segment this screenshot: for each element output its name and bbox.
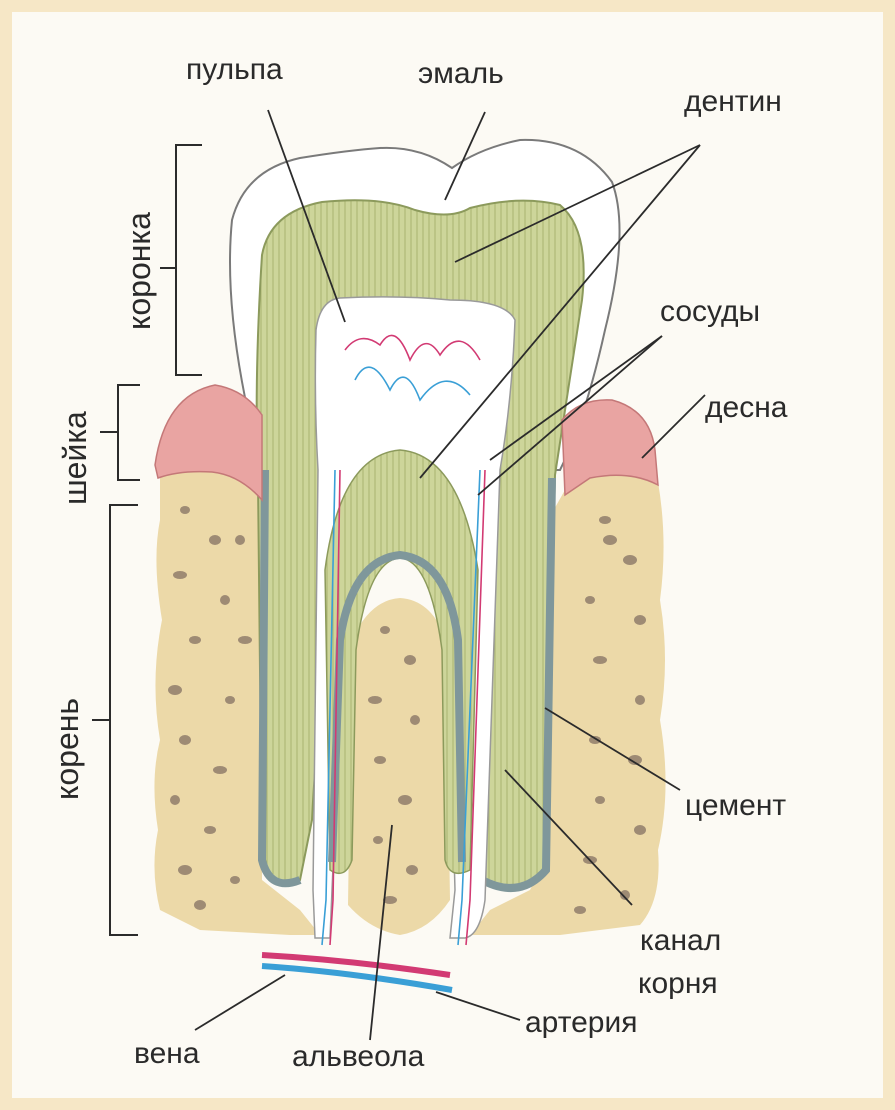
bone-pore: [194, 900, 206, 910]
bone-pore: [180, 506, 190, 514]
bone-pore: [213, 766, 227, 774]
label-dentin: дентин: [684, 85, 782, 118]
bone-pore: [230, 876, 240, 884]
bone-pore: [373, 836, 383, 844]
bone-pore: [178, 865, 192, 875]
bone-pore: [634, 825, 646, 835]
bone-pore: [603, 535, 617, 545]
label-gum: десна: [705, 391, 788, 424]
label-pulp: пульпа: [186, 53, 283, 86]
bone-pore: [623, 555, 637, 565]
bone-pore: [238, 636, 252, 644]
bone-pore: [410, 715, 420, 725]
label-enamel: эмаль: [418, 57, 504, 90]
label-vessels: сосуды: [660, 295, 760, 328]
bone-pore: [374, 756, 386, 764]
bone-pore: [368, 696, 382, 704]
bone-pore: [635, 695, 645, 705]
bone-pore: [173, 571, 187, 579]
bone-pore: [168, 685, 182, 695]
region-crown: коронка: [121, 212, 157, 330]
bone-pore: [585, 596, 595, 604]
bone-pore: [209, 535, 221, 545]
bone-pore: [574, 906, 586, 914]
bone-pore: [170, 795, 180, 805]
region-root: корень: [49, 698, 85, 800]
bone-pore: [398, 795, 412, 805]
label-cement: цемент: [685, 789, 786, 822]
bone-pore: [404, 655, 416, 665]
label-alveolus: альвеола: [292, 1040, 425, 1073]
label-vein: вена: [134, 1037, 200, 1070]
bone-pore: [380, 626, 390, 634]
bone-pore: [599, 516, 611, 524]
region-neck: шейка: [57, 411, 93, 505]
bone-pore: [204, 826, 216, 834]
bone-pore: [220, 595, 230, 605]
label-artery: артерия: [525, 1006, 638, 1039]
label-root-canal-2: корня: [638, 967, 718, 1000]
label-root-canal-1: канал: [640, 924, 721, 957]
bone-pore: [593, 656, 607, 664]
bone-pore: [235, 535, 245, 545]
bone-pore: [179, 735, 191, 745]
bone-pore: [634, 615, 646, 625]
bone-pore: [595, 796, 605, 804]
bone-pore: [406, 865, 418, 875]
bone-pore: [189, 636, 201, 644]
bone-pore: [225, 696, 235, 704]
